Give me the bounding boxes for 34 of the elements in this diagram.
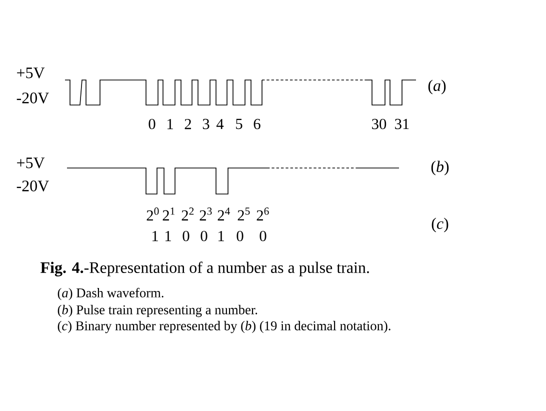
bit-value: 1	[152, 230, 158, 242]
caption-item: (c) Binary number represented by (b) (19 in decimal notation).	[58, 320, 390, 334]
bit-weight: 2$^{6}$	[256, 208, 269, 220]
bit-weight: 2$^{1}$	[162, 208, 175, 220]
caption-item: (a) Dash waveform.	[58, 288, 164, 300]
pulse-number: 2	[184, 118, 191, 130]
voltage-label: -20V	[16, 180, 49, 192]
bit-value: 0	[260, 230, 266, 242]
bit-weight: 2$^{5}$	[238, 208, 250, 220]
bit-weight: 2$^{3}$	[200, 208, 212, 220]
voltage-label: +5V	[17, 158, 45, 168]
bit-value: 1	[166, 230, 171, 242]
bit-value: 1	[218, 230, 224, 242]
pulse-number: 3	[202, 118, 210, 130]
panel-label: (a)	[428, 80, 446, 94]
caption-item: (b) Pulse train representing a number.	[58, 304, 258, 318]
pulse-number: 0	[148, 118, 156, 130]
pulse-number: 6	[254, 118, 260, 130]
pulse-number: 30	[372, 118, 386, 130]
voltage-label: -20V	[16, 92, 49, 104]
panel-label: (b)	[431, 160, 449, 176]
bit-weight: 2$^{2}$	[182, 208, 194, 220]
voltage-label: +5V	[17, 68, 45, 78]
bit-weight: 2$^{4}$	[218, 208, 230, 220]
bit-value: 0	[182, 230, 190, 242]
panel-label: (c)	[432, 218, 448, 232]
caption: Fig. 4.-Representation of a number as a pulse train.	[40, 262, 369, 276]
pulse-number: 5	[236, 118, 242, 130]
pulse-number: 4	[216, 118, 224, 130]
bit-weight: 2$^{0}$	[146, 208, 159, 220]
pulse-number: 31	[395, 118, 409, 130]
bit-value: 0	[200, 230, 208, 242]
bit-value: 0	[236, 230, 244, 242]
pulse-number: 1	[168, 118, 173, 130]
